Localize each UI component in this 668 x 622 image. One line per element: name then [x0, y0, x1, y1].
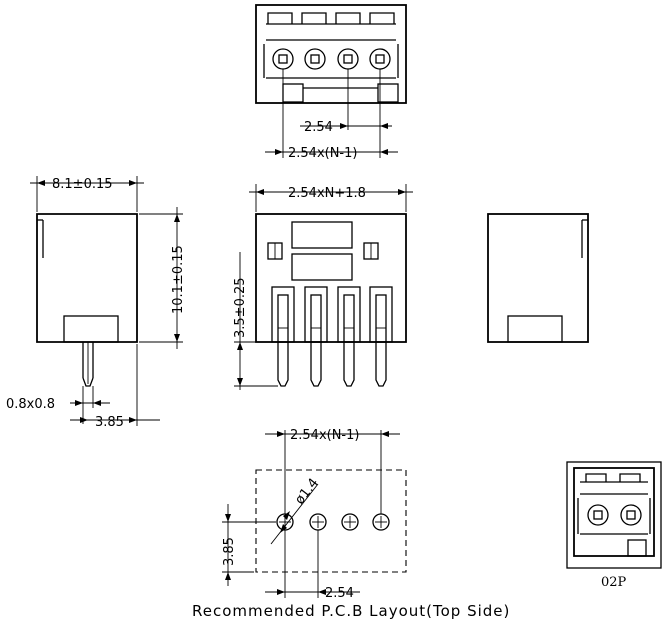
variant-02p: 02P: [566, 461, 662, 590]
pcb-hole-dia-label: ø1.4: [292, 476, 321, 508]
top-span-label: 2.54x(N-1): [288, 146, 357, 161]
pcb-span-label: 2.54x(N-1): [290, 428, 359, 443]
right-side-view: [487, 213, 589, 343]
pin-size-label: 0.8x0.8: [6, 397, 55, 412]
pcb-caption: Recommended P.C.B Layout(Top Side): [192, 602, 510, 620]
front-slots: [271, 286, 393, 343]
pcb-pitch-label: 2.54: [325, 586, 354, 601]
pcb-layout: 2.54x(N-1) ø1.4 3.85 2.54 Recommended P.…: [192, 428, 510, 620]
top-pitch-label: 2.54: [304, 120, 333, 135]
top-view: 2.54 2.54x(N-1): [255, 4, 407, 161]
front-width-label: 2.54xN+1.8: [288, 186, 366, 201]
pin-offset-label: 3.85: [95, 415, 124, 430]
left-side-view: 8.1±0.15 10.1±0.15 0.8x0.8 3.85: [6, 176, 186, 430]
top-contact-holes: [272, 48, 391, 70]
variant-label: 02P: [601, 575, 627, 590]
front-pin-length-label: 3.5±0.25: [233, 277, 248, 338]
side-width-label: 8.1±0.15: [52, 177, 113, 192]
variant-contact-holes: [587, 504, 642, 526]
front-pins: [277, 342, 387, 387]
pcb-row-offset-label: 3.85: [222, 537, 237, 566]
side-height-label: 10.1±0.15: [171, 245, 186, 314]
side-pin: [82, 342, 94, 387]
pcb-holes: [276, 513, 390, 531]
front-view: 2.54xN+1.8 3.5±0.25: [233, 184, 413, 390]
